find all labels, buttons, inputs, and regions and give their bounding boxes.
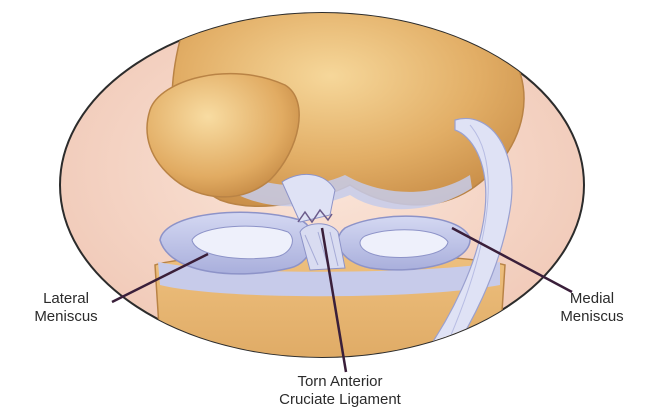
lateral-meniscus-label-line1: Lateral [16,290,116,308]
lateral-meniscus [160,212,312,274]
medial-meniscus-label-line2: Meniscus [536,308,648,326]
torn-acl-label-line1: Torn Anterior [240,373,440,391]
medial-meniscus-label-line1: Medial [536,290,648,308]
medial-meniscus-label: Medial Meniscus [536,290,648,326]
lateral-meniscus-label: Lateral Meniscus [16,290,116,326]
lateral-meniscus-label-line2: Meniscus [16,308,116,326]
torn-acl-label-line2: Cruciate Ligament [240,391,440,409]
torn-acl-label: Torn Anterior Cruciate Ligament [240,373,440,409]
